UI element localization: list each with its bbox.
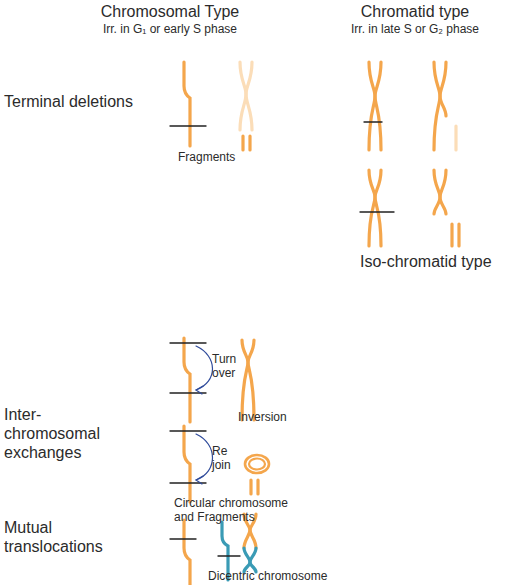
- arrow-label: Re join: [212, 444, 248, 473]
- chromosome: [184, 426, 190, 502]
- arrow-head: [196, 476, 203, 484]
- row-heading: Iso-chromatid type: [360, 252, 520, 271]
- column-heading: Chromatid type: [340, 2, 490, 21]
- break-line: [170, 430, 206, 431]
- row-heading: Mutual translocations: [4, 518, 114, 556]
- chromatid: [369, 62, 375, 150]
- break-line: [364, 121, 382, 122]
- break-line: [170, 342, 206, 343]
- chromatid: [434, 170, 440, 214]
- result-label: Inversion: [238, 410, 318, 424]
- result-label: Circular chromosome and Fragments: [174, 496, 304, 525]
- chromatid: [248, 340, 254, 420]
- chromatid: [434, 62, 440, 150]
- chromatid: [242, 340, 248, 420]
- break-line: [170, 125, 206, 126]
- chromatid: [375, 170, 381, 246]
- arrow-head: [196, 386, 203, 394]
- column-heading: Chromosomal Type: [80, 2, 260, 21]
- chromatid: [440, 62, 446, 116]
- chromatid: [375, 62, 381, 150]
- chromosome: [184, 338, 190, 422]
- faded-chromatid: [246, 62, 252, 130]
- ring-chromosome: [245, 455, 269, 473]
- fragment: [450, 224, 453, 246]
- fragment: [241, 136, 244, 150]
- chromatid: [250, 548, 256, 572]
- rejoin-arrow: [196, 434, 213, 480]
- arrow-label: Turn over: [212, 352, 252, 381]
- chromosome: [184, 62, 190, 146]
- row-heading: Terminal deletions: [4, 92, 164, 111]
- fragment: [256, 480, 259, 494]
- column-subheading: Irr. in late S or G₂ phase: [325, 22, 505, 36]
- fragment: [454, 126, 457, 150]
- fragment: [248, 136, 251, 150]
- chromatid: [440, 170, 446, 214]
- chromosome: [184, 520, 190, 585]
- chromatid: [369, 170, 375, 246]
- break-line: [360, 211, 394, 212]
- column-subheading: Irr. in G₁ or early S phase: [70, 22, 270, 36]
- fragment: [249, 480, 252, 494]
- result-label: Fragments: [178, 150, 278, 164]
- fragment: [457, 224, 460, 246]
- row-heading: Inter-chromosomal exchanges: [4, 405, 108, 463]
- turn-arrow: [196, 346, 213, 390]
- ring-chromosome: [249, 459, 265, 470]
- break-line: [170, 538, 196, 539]
- break-line: [218, 555, 240, 556]
- result-label: Dicentric chromosome: [208, 569, 368, 583]
